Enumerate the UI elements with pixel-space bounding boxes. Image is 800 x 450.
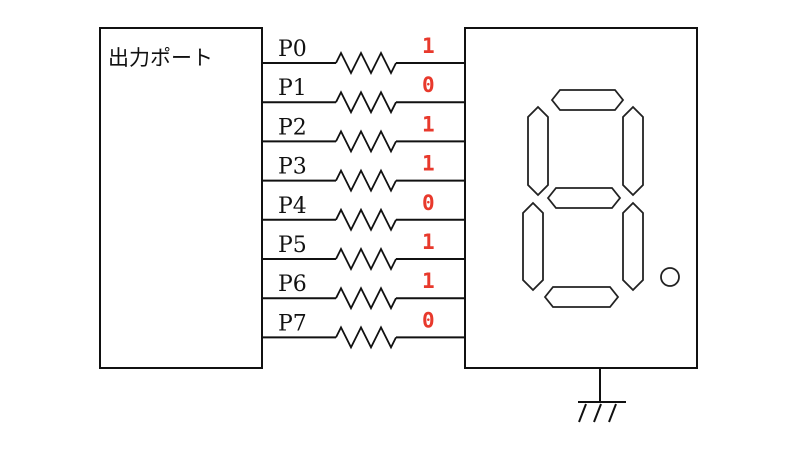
port-row: P70Dt — [262, 308, 497, 350]
segment-a — [550, 89, 625, 111]
pin-label: P7 — [278, 311, 307, 336]
pin-label: P5 — [278, 233, 307, 258]
resistor — [335, 50, 397, 76]
bit-value: 1 — [422, 230, 435, 254]
segment-g — [546, 187, 622, 209]
bit-value: 1 — [422, 112, 435, 136]
port-rows: P01aP10bP21cP31dP40eP51fP61gP70Dt — [262, 34, 497, 350]
ground-symbol — [578, 368, 626, 423]
segment-b — [622, 105, 644, 197]
segment-e — [522, 201, 544, 292]
resistor — [335, 90, 397, 115]
resistor — [335, 129, 397, 154]
seven-segment-module — [464, 27, 698, 369]
bit-value: 1 — [422, 269, 435, 293]
pin-label: P6 — [278, 272, 307, 297]
segment-d — [543, 286, 620, 308]
resistor — [335, 207, 397, 232]
port-row: P40e — [262, 191, 485, 232]
output-port-block — [99, 27, 263, 369]
resistor — [335, 286, 397, 311]
pin-label: P2 — [278, 115, 307, 140]
bit-value: 1 — [422, 152, 435, 176]
port-row: P31d — [262, 152, 486, 193]
bit-value: 0 — [422, 308, 435, 332]
resistor — [335, 246, 397, 272]
segment-c — [622, 201, 644, 292]
port-row: P01a — [262, 34, 485, 76]
bit-value: 0 — [422, 191, 435, 215]
resistor — [335, 168, 397, 193]
port-row: P10b — [262, 73, 486, 115]
port-row: P21c — [262, 112, 485, 154]
decimal-point — [660, 267, 680, 287]
bit-value: 0 — [422, 73, 435, 97]
resistor — [335, 325, 397, 350]
pin-label: P1 — [278, 76, 307, 101]
output-port-label: 出力ポート — [108, 46, 213, 70]
port-row: P61g — [262, 269, 486, 311]
bit-value: 1 — [422, 34, 435, 58]
pin-label: P4 — [278, 194, 307, 219]
segment-f — [527, 105, 549, 197]
pin-label: P3 — [278, 155, 307, 180]
seven-segment-display — [522, 89, 680, 308]
port-row: P51f — [262, 230, 483, 272]
pin-label: P0 — [278, 37, 307, 62]
